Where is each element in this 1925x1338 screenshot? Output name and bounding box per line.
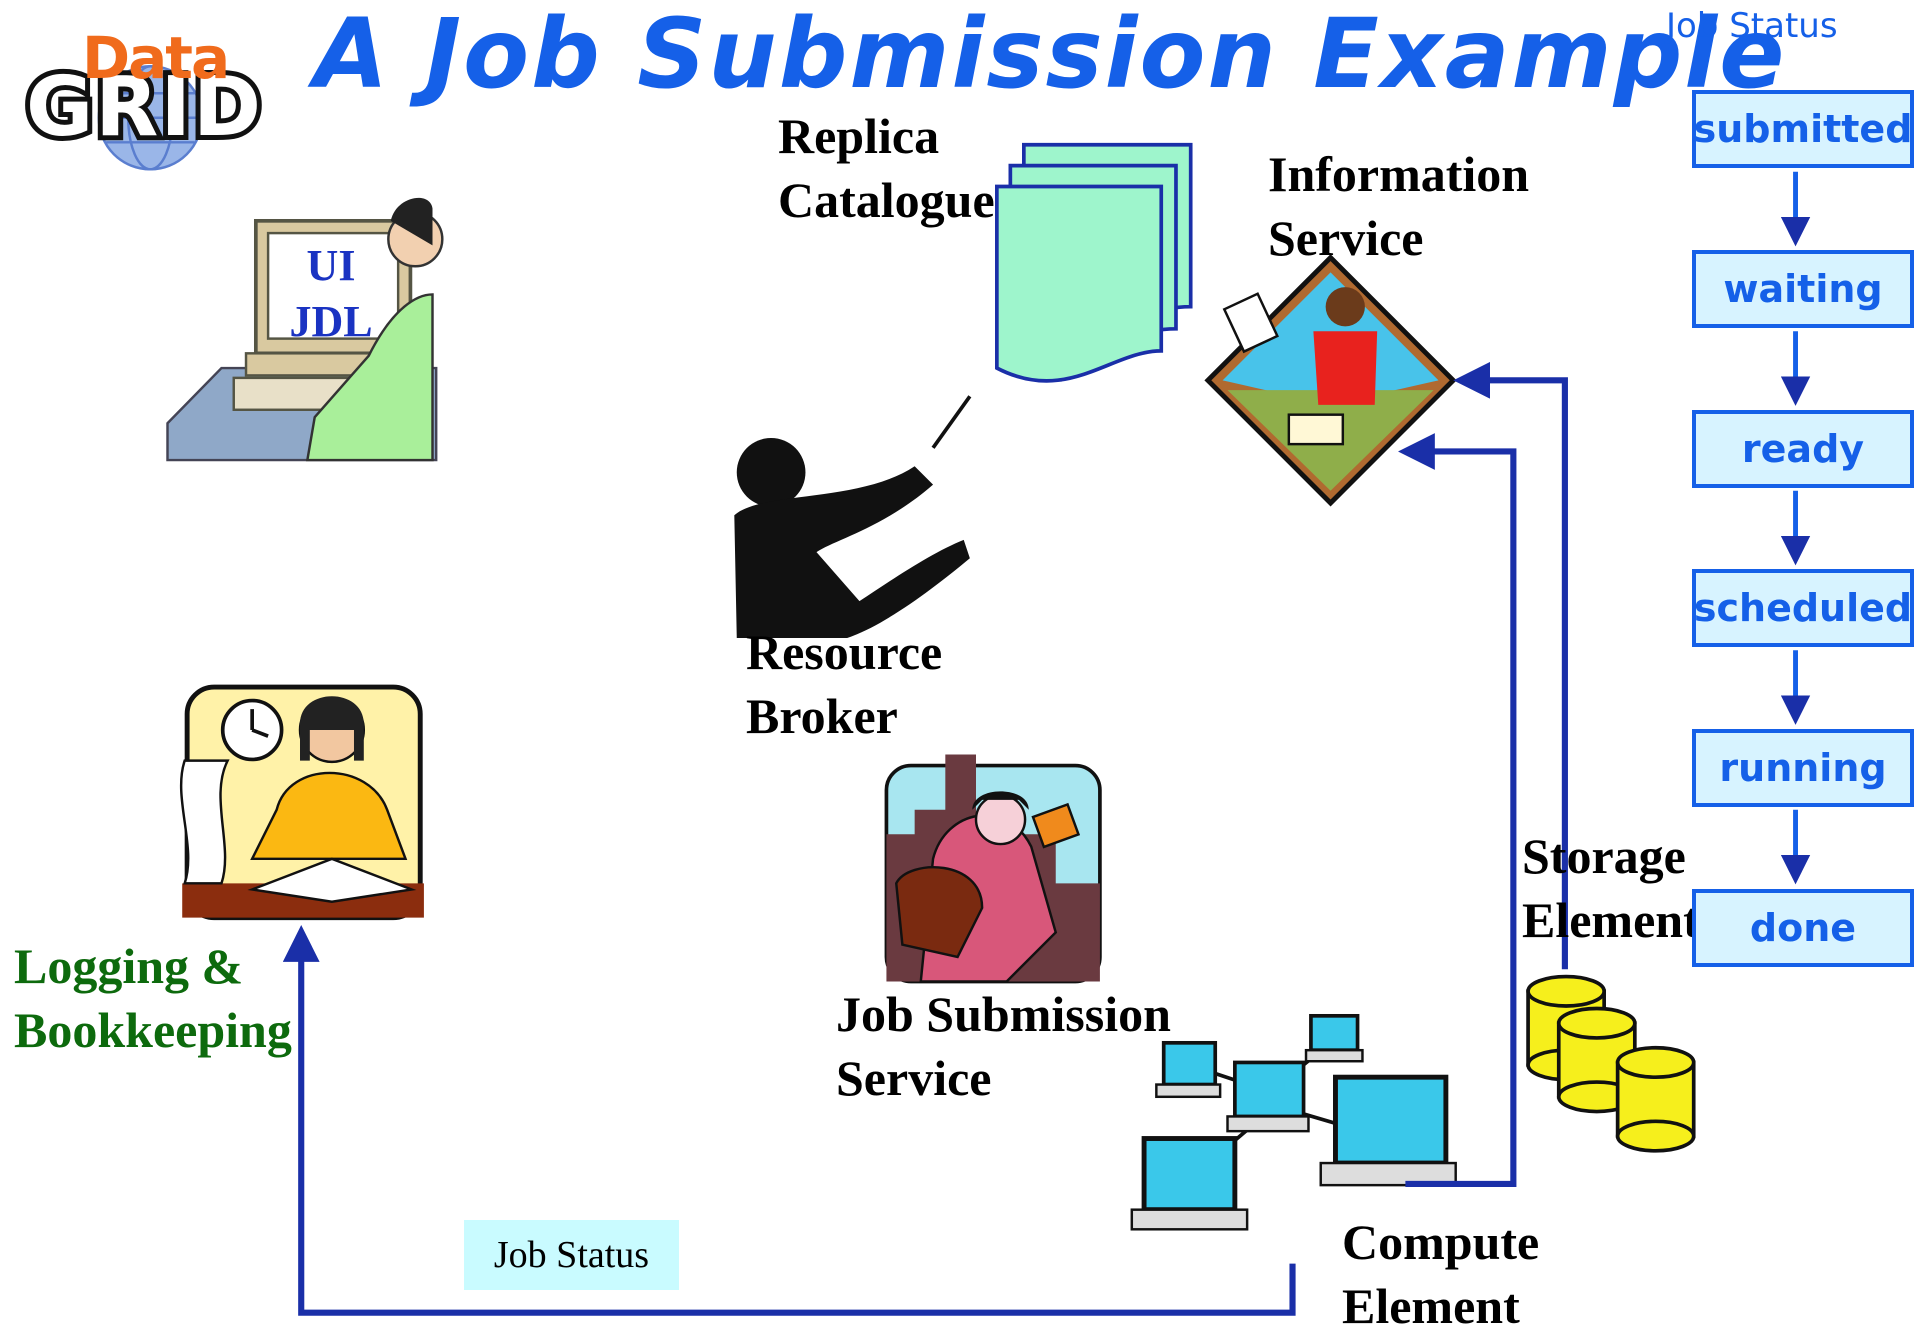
storage-element-illustration [1526,974,1696,1153]
arrow-to-logging-bookkeeping [282,925,1296,1316]
status-scheduled: scheduled [1692,569,1914,647]
datagrid-logo-data-text: Data [82,24,230,92]
arrows-to-information-service [1398,361,1568,1187]
resource-broker-illustration [734,395,972,638]
information-service-illustration [1204,254,1457,507]
logging-bookkeeping-label: Logging & Bookkeeping [14,938,292,1058]
ui-jdl-screen-text: UI JDL [268,238,394,350]
storage-element-label: Storage Element [1522,828,1700,948]
replica-catalogue-illustration [995,142,1193,383]
information-service-label: Information Service [1268,146,1530,266]
compute-element-label: Compute Element [1342,1214,1540,1334]
datagrid-logo-grid-text: GRID [21,55,266,160]
status-running: running [1692,729,1914,807]
slide-title: A Job Submission Example [313,0,1787,110]
job-submission-illustration [884,754,1102,984]
replica-catalogue-label: Replica Catalogue [778,108,995,228]
status-panel-heading: Job Status [1666,6,1838,46]
resource-broker-label: Resource Broker [746,624,943,744]
status-done: done [1692,889,1914,967]
job-status-note: Job Status [464,1220,679,1290]
datagrid-logo-globe [97,65,204,171]
job-submission-service-label: Job Submission Service [836,986,1171,1106]
compute-element-illustration [1130,1013,1457,1231]
logging-bookkeeping-illustration [179,684,424,921]
ui-text: UI [306,241,356,290]
jdl-text: JDL [289,297,373,346]
status-waiting: waiting [1692,250,1914,328]
status-ready: ready [1692,410,1914,488]
ui-user-computer-illustration [166,197,444,462]
status-submitted: submitted [1692,90,1914,168]
